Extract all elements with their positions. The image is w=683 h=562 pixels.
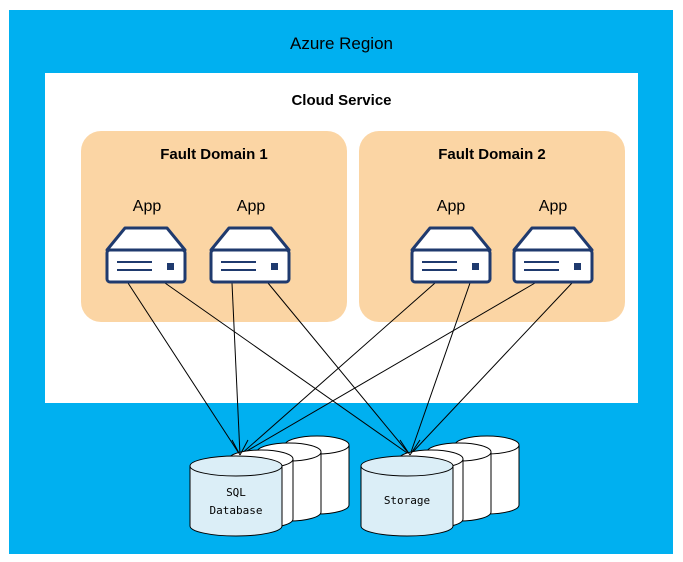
server-icon <box>105 226 187 284</box>
app-label: App <box>132 198 162 215</box>
sql-database-cylinders <box>189 435 350 537</box>
app-label: App <box>436 198 466 215</box>
azure-region-title: Azure Region <box>289 34 393 53</box>
sql-database-label-line1: SQL <box>226 486 246 499</box>
sql-database-label-line2: Database <box>209 504 263 517</box>
server-icon <box>512 226 594 284</box>
app-label: App <box>538 198 568 215</box>
storage-cylinders <box>360 435 520 537</box>
storage-label: Storage <box>383 494 431 507</box>
server-icon <box>410 226 492 284</box>
connection-lines-front <box>231 439 421 456</box>
fault-domain-1-title: Fault Domain 1 <box>160 146 268 163</box>
server-icon <box>209 226 291 284</box>
cloud-service-title: Cloud Service <box>291 92 392 109</box>
connection-lines <box>127 282 573 456</box>
app-label: App <box>236 198 266 215</box>
fault-domain-2-title: Fault Domain 2 <box>438 146 546 163</box>
